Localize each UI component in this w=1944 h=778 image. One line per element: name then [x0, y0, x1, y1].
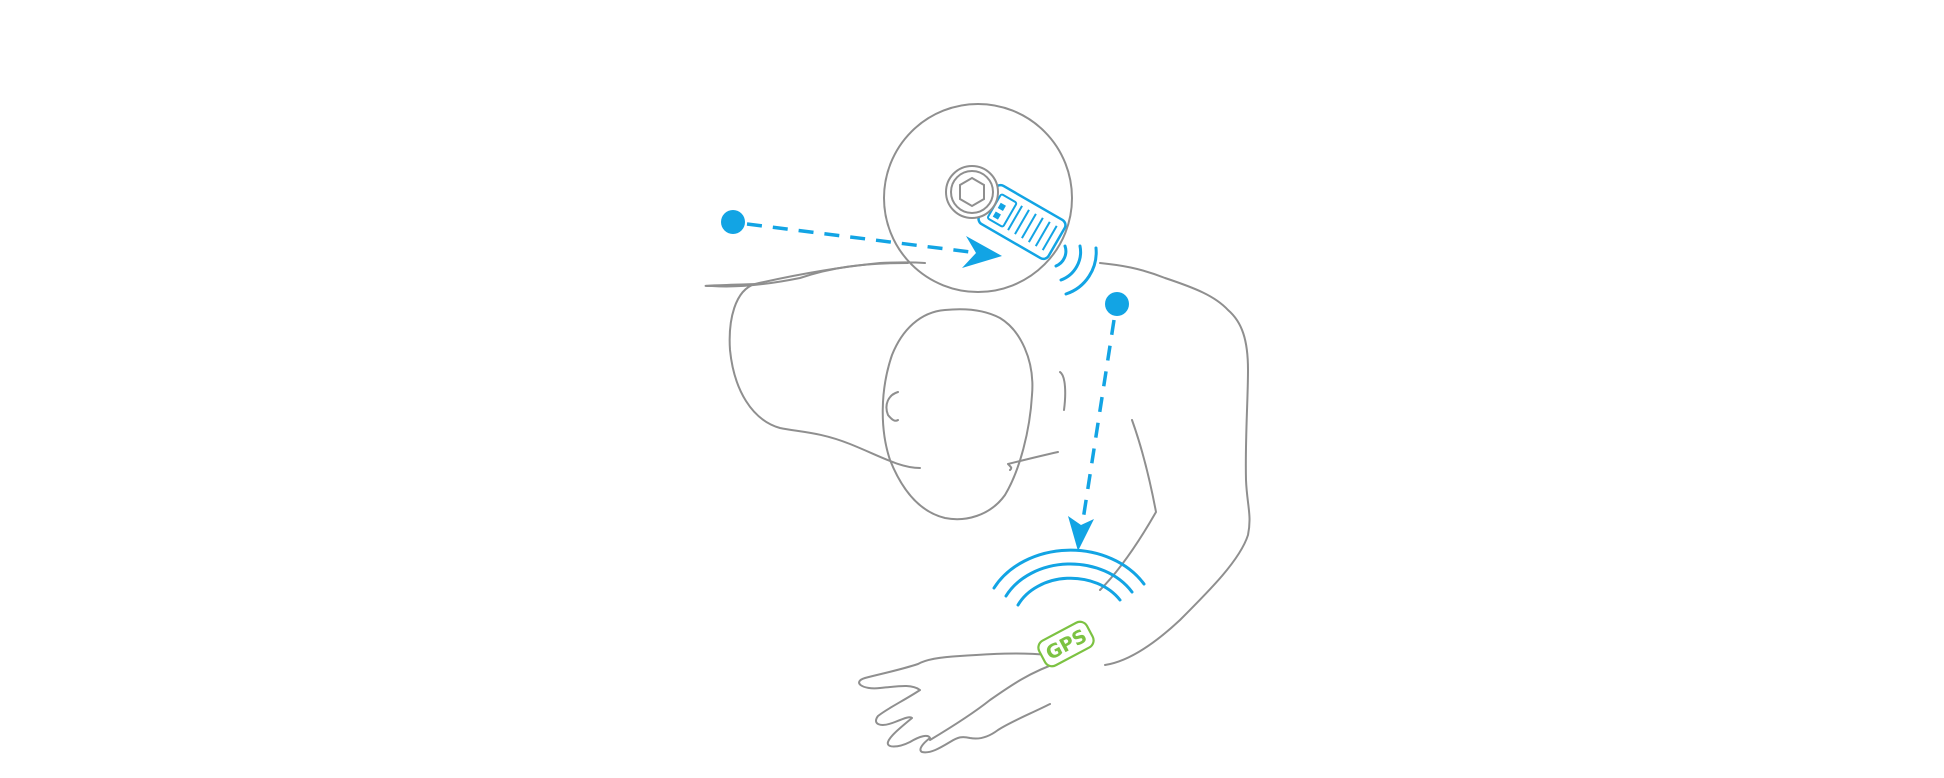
inner-arm-outline: [1099, 419, 1157, 591]
body-outline: [704, 261, 1251, 741]
gps-signal-icon: [992, 548, 1146, 607]
origin-dot-right: [1105, 292, 1129, 316]
head-outline: [881, 308, 1034, 521]
device-signal-icon: [1054, 244, 1098, 296]
hand-outline-path: [858, 652, 1051, 754]
chest-outline: [1007, 451, 1059, 471]
origin-dot-left: [721, 210, 745, 234]
left-shoulder-outline: [704, 262, 921, 469]
device-zoom: [883, 103, 1073, 293]
arrowhead-wrist: [1068, 516, 1094, 551]
hand-outline: [858, 652, 1051, 754]
ear-left-outline: [885, 391, 899, 422]
device-ring-icon: [945, 165, 999, 219]
gps-badge: GPS: [1037, 620, 1095, 668]
right-shoulder-outline: [1099, 262, 1251, 666]
arrow-to-wrist: [1068, 292, 1129, 551]
arrow-to-device: [721, 210, 1002, 268]
zoom-circle: [883, 103, 1073, 293]
forearm-outline: [929, 661, 1061, 741]
arrowhead-device: [962, 236, 1002, 268]
ear-right-outline: [1059, 371, 1067, 411]
